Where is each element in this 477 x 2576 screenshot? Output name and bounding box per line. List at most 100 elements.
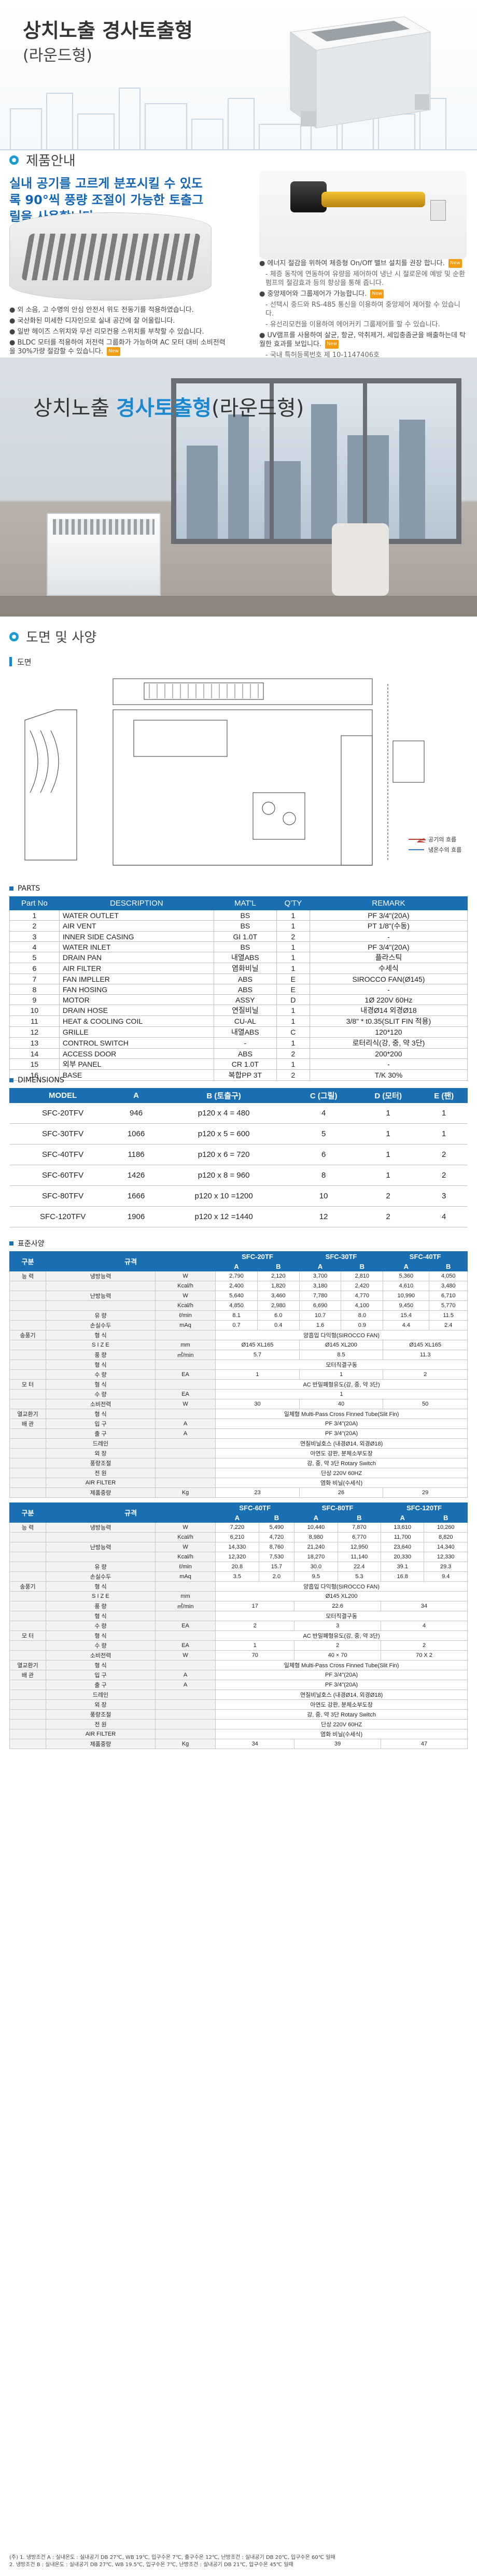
table-cell: 1 bbox=[276, 910, 310, 921]
table-cell bbox=[9, 1532, 46, 1542]
table-cell: 2.0 bbox=[258, 1571, 295, 1582]
table-cell: 1 bbox=[276, 963, 310, 974]
table-cell: 냉방능력 bbox=[46, 1522, 156, 1533]
table-cell: 34 bbox=[381, 1601, 468, 1611]
table-cell: 플라스틱 bbox=[309, 952, 468, 963]
table-cell bbox=[46, 1300, 156, 1311]
table-cell: 3 bbox=[294, 1621, 382, 1631]
valve-body bbox=[321, 192, 425, 207]
table-cell: 11.3 bbox=[383, 1350, 468, 1360]
table-cell: 9,450 bbox=[383, 1300, 430, 1311]
table-cell bbox=[9, 1739, 46, 1749]
table-cell: 23,640 bbox=[381, 1542, 425, 1552]
table-cell bbox=[155, 1690, 216, 1700]
hero: 상치노출 경사토출형 (라운드형) bbox=[0, 0, 477, 150]
table-cell: p120 x 5 = 600 bbox=[156, 1123, 291, 1144]
table-cell bbox=[9, 1680, 46, 1690]
table-header-cell: 규격 bbox=[45, 1502, 216, 1523]
table-cell: 양흡입 다익형(SIROCCO FAN) bbox=[215, 1330, 468, 1340]
table-cell: PT 1/8"(수동) bbox=[309, 920, 468, 932]
table-cell: 8.1 bbox=[215, 1310, 258, 1321]
table-cell: AC 반밀폐형유도(강, 중, 약 3단) bbox=[215, 1630, 468, 1641]
table-cell: 수 량 bbox=[46, 1640, 156, 1651]
table-cell: 송풍기 bbox=[9, 1330, 46, 1340]
table-header-cell: MAT'L bbox=[213, 896, 277, 910]
table-cell: mAq bbox=[155, 1571, 216, 1582]
table-cell: p120 x 4 = 480 bbox=[156, 1103, 291, 1124]
table-cell: ℓ/min bbox=[155, 1310, 216, 1321]
table-cell: 5.7 bbox=[215, 1350, 300, 1360]
table-cell: 수 량 bbox=[46, 1621, 156, 1631]
table-cell: 입 구 bbox=[46, 1419, 156, 1429]
table-cell: 22.4 bbox=[337, 1562, 382, 1572]
table-header-cell: B (토출구) bbox=[156, 1088, 292, 1103]
table-cell: W bbox=[155, 1271, 216, 1281]
table-cell: SFC-120TFV bbox=[9, 1206, 116, 1227]
table-cell: 22.6 bbox=[294, 1601, 382, 1611]
table-cell: 11,140 bbox=[337, 1552, 382, 1562]
table-cell: - bbox=[309, 931, 468, 942]
table-cell: 소비전력 bbox=[46, 1399, 156, 1409]
table-cell: SFC-30TFV bbox=[9, 1123, 116, 1144]
table-cell: 5,360 bbox=[383, 1271, 430, 1281]
table-cell: 1 bbox=[356, 1103, 420, 1124]
table-cell: ABS bbox=[213, 984, 277, 995]
table-cell bbox=[155, 1709, 216, 1720]
table-header-cell: A bbox=[381, 1512, 425, 1523]
table-cell: 전 원 bbox=[46, 1719, 156, 1729]
chair bbox=[332, 523, 389, 596]
table-cell bbox=[155, 1330, 216, 1340]
table-cell: 1426 bbox=[116, 1165, 157, 1186]
table-cell: 내열ABS bbox=[213, 1026, 277, 1038]
table-cell: 4,770 bbox=[341, 1291, 384, 1301]
table-cell: 유 량 bbox=[46, 1562, 156, 1572]
table-cell: 모터직결구동 bbox=[215, 1359, 468, 1370]
legend-air-flow: 공기의 흐름 bbox=[428, 836, 456, 843]
table-cell: EA bbox=[155, 1369, 216, 1380]
table-cell: 1 bbox=[9, 910, 60, 921]
table-cell bbox=[9, 1591, 46, 1601]
table-cell: EA bbox=[155, 1640, 216, 1651]
table-cell: 냉방능력 bbox=[46, 1271, 156, 1281]
table-cell: T/K 30% bbox=[309, 1069, 468, 1081]
table-cell: 2,790 bbox=[215, 1271, 258, 1281]
table-cell: 2 bbox=[276, 1048, 310, 1059]
table-cell bbox=[9, 1571, 46, 1582]
table-cell: D bbox=[276, 994, 310, 1005]
table-cell bbox=[9, 1719, 46, 1729]
table-cell: ABS bbox=[213, 1048, 277, 1059]
table-cell: 8 bbox=[291, 1165, 356, 1186]
table-cell: 일체형 Multi-Pass Cross Finned Tube(Slit Fi… bbox=[215, 1409, 468, 1419]
table-cell: 수 량 bbox=[46, 1369, 156, 1380]
table-cell: 10 bbox=[291, 1185, 356, 1207]
table-cell bbox=[46, 1552, 156, 1562]
table-header-cell: Q'TY bbox=[276, 896, 310, 910]
table-cell: S I Z E bbox=[46, 1591, 156, 1601]
table-cell: 출 구 bbox=[46, 1680, 156, 1690]
table-cell bbox=[9, 1709, 46, 1720]
table-cell: 풍량조절 bbox=[46, 1709, 156, 1720]
table-cell bbox=[9, 1542, 46, 1552]
table-cell: 2 bbox=[276, 1069, 310, 1081]
table-cell: 3/8" * t0.35(SLIT FIN 적용) bbox=[309, 1015, 468, 1027]
valve-actuator bbox=[290, 181, 327, 212]
table-header-cell: B bbox=[258, 1512, 295, 1523]
table-cell: 4,050 bbox=[429, 1271, 468, 1281]
table-cell: p120 x 6 = 720 bbox=[156, 1144, 291, 1165]
table-cell: 5 bbox=[291, 1123, 356, 1144]
